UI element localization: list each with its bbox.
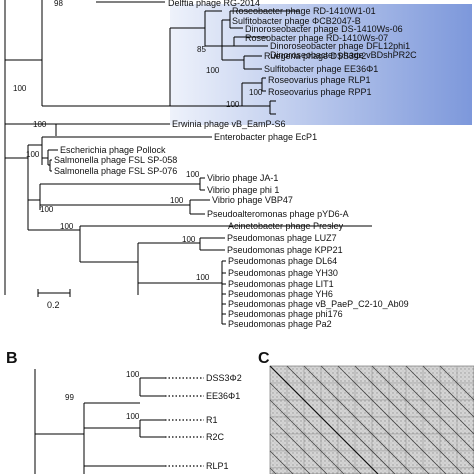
leaf-label: RLP1: [206, 461, 229, 471]
leaf-label: EE36Φ1: [206, 391, 240, 401]
dotplot-diagonal: [269, 365, 379, 474]
dotplot-diagonal: [320, 365, 430, 474]
leaf-label: Ruegeria phage DSS3Φ2: [264, 51, 366, 61]
leaf-label: DSS3Φ2: [206, 373, 242, 383]
leaf-label: Vibrio phage VBP47: [212, 195, 293, 205]
leaf-label: Roseovarius phage RPP1: [268, 87, 372, 97]
panel-a-bootstraps: 100 85 100 100 100 100 100 100 100 100 100 100 100: [13, 45, 263, 282]
bootstrap-value: 100: [206, 66, 220, 75]
panel-b-label: B: [6, 350, 18, 367]
leaf-label: Roseobacter phage RD-1410W1-01: [232, 6, 376, 16]
dotplot-diagonal: [422, 365, 474, 418]
dotplot-diagonal: [354, 365, 464, 474]
leaf-label: Roseovarius phage RLP1: [268, 75, 371, 85]
panel-a-tree: Delftia phage RG-2014 98: [4, 0, 472, 329]
dotplot-diagonal: [269, 467, 277, 474]
leaf-label: R2C: [206, 432, 225, 442]
leaf-label: Roseobacter phage RD-1410Ws-07: [245, 33, 388, 43]
dotplot-diagonal: [269, 450, 294, 474]
bootstrap-value: 100: [226, 100, 240, 109]
scale-bar-label: 0.2: [47, 300, 60, 310]
bootstrap-value: 100: [249, 88, 263, 97]
dotplot-diagonal: [269, 416, 328, 474]
bootstrap-value: 100: [13, 84, 27, 93]
dotplot-diagonal: [269, 433, 311, 474]
bootstrap-value: 100: [33, 120, 47, 129]
leaf-label: Dinoroseobacter phage vBDshPR2C: [270, 50, 417, 60]
leaf-label: Pseudomonas phage KPP21: [227, 245, 343, 255]
highlight-clade-box: [170, 4, 472, 125]
leaf-label: Salmonella phage FSL SP-058: [54, 155, 177, 165]
leaf-label: Escherichia phage Pollock: [60, 145, 166, 155]
leaf-label: Pseudomonas phage Pa2: [228, 319, 332, 329]
bootstrap-value: 100: [196, 273, 210, 282]
bootstrap-value: 100: [126, 370, 140, 379]
leaf-label: Pseudomonas phage YH6: [228, 289, 333, 299]
bootstrap-value: 100: [26, 150, 40, 159]
panel-c-label: C: [258, 350, 270, 367]
bootstrap-value: 100: [186, 170, 200, 179]
leaf-label: Erwinia phage vB_EamP-S6: [172, 119, 286, 129]
leaf-label: Pseudomonas phage phi176: [228, 309, 343, 319]
leaf-label: R1: [206, 415, 218, 425]
leaf-label: Sulfitobacter phage EE36Φ1: [264, 64, 378, 74]
panel-c-dotplot: C: [258, 350, 474, 474]
dotplot-diagonal: [405, 365, 474, 435]
dotplot-diagonal: [269, 382, 362, 474]
dotplot-diagonals: [269, 365, 474, 474]
bootstrap-value: 100: [40, 205, 54, 214]
leaf-label: Pseudomonas phage LIT1: [228, 279, 334, 289]
dotplot-diagonal: [269, 399, 345, 474]
leaf-label: Pseudomonas phage YH30: [228, 268, 338, 278]
dotplot-diagonal: [388, 365, 474, 452]
tree-b-dotted-extensions: [165, 377, 204, 467]
leaf-label: Acinetobacter phage Presley: [228, 221, 344, 231]
leaf-label: Vibrio phage phi 1: [207, 185, 279, 195]
leaf-label: Salmonella phage FSL SP-076: [54, 166, 177, 176]
bootstrap-value: 99: [65, 393, 74, 402]
dotplot-diagonal: [303, 365, 413, 474]
leaf-label: Pseudomonas phage LUZ7: [227, 233, 337, 243]
dotplot-diagonal: [337, 365, 447, 474]
bootstrap-value: 100: [170, 196, 184, 205]
cut-top-leaf-label: Delftia phage RG-2014: [168, 0, 260, 8]
dotplot-diagonal: [439, 365, 474, 401]
leaf-label: Dinoroseobacter phage DFL12phi1: [270, 41, 410, 51]
scale-bar: 0.2: [37, 289, 71, 310]
cut-top-bootstrap: 98: [54, 0, 63, 8]
leaf-label: Pseudoalteromonas phage pYD6-A: [207, 209, 349, 219]
bootstrap-value: 100: [126, 412, 140, 421]
leaf-label: Pseudomonas phage vB_PaeP_C2-10_Ab09: [228, 299, 409, 309]
bootstrap-value: 100: [182, 235, 196, 244]
tree-a-branches: [4, 0, 372, 325]
leaf-label: Enterobacter phage EcP1: [214, 132, 317, 142]
leaf-label: Dinoroseobacter phage DS-1410Ws-06: [245, 24, 403, 34]
tree-b-branches: [34, 369, 165, 474]
panel-b-bootstraps: 100 99 100: [65, 370, 140, 421]
bootstrap-value: 100: [60, 222, 74, 231]
leaf-label: Vibrio phage JA-1: [207, 173, 278, 183]
leaf-label: Pseudomonas phage DL64: [228, 256, 337, 266]
leaf-label: Sulfitobacter phage ΦCB2047-B: [232, 16, 361, 26]
dotplot-diagonal: [286, 365, 396, 474]
bootstrap-value: 85: [197, 45, 206, 54]
dotplot-diagonal: [371, 365, 474, 469]
panel-a-leaf-labels: Roseobacter phage RD-1410W1-01Sulfitobac…: [54, 6, 417, 329]
